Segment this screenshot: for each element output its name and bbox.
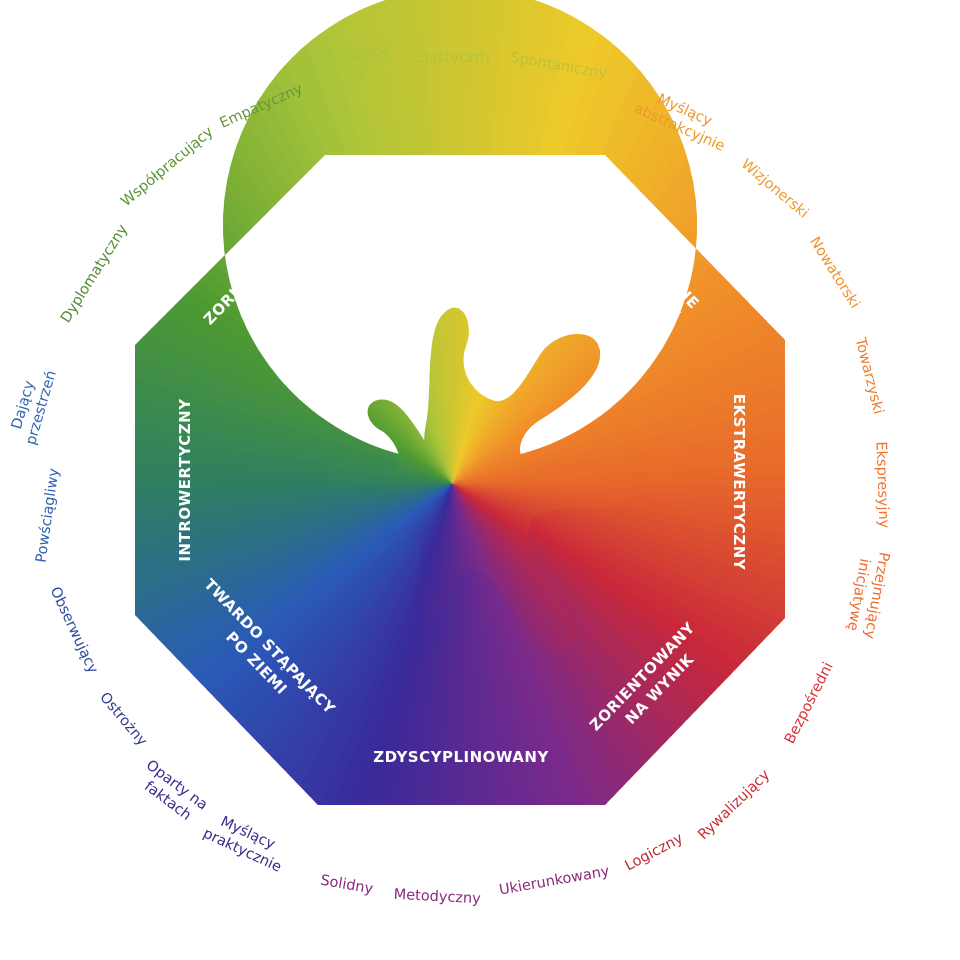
trait-nowatorski: Nowatorski — [806, 234, 862, 311]
gradient-wedge — [135, 480, 460, 680]
gradient-wedge — [422, 307, 452, 484]
gradient-wedge — [452, 307, 631, 484]
gradient-wedge — [452, 307, 631, 484]
trait-logiczny: Logiczny — [622, 830, 686, 874]
trait-dyplomatyczny: Dyplomatyczny — [58, 222, 131, 326]
trait-wspolpracujacy: Współpracujący — [118, 124, 217, 210]
gradient-wedge — [460, 480, 502, 805]
gradient-wedge — [460, 480, 626, 805]
gradient-wedge — [135, 480, 460, 594]
gradient-wedge — [135, 480, 460, 646]
gradient-wedge — [452, 463, 631, 484]
gradient-wedge — [452, 484, 577, 653]
segment-inspired: WIEDZIONY INSPIRACJĄ — [407, 180, 515, 219]
gradient-wedge — [440, 307, 455, 484]
gradient-wedge — [301, 484, 452, 647]
segment-introvert: INTROWERTYCZNY — [176, 398, 194, 562]
gradient-wedge — [135, 480, 460, 540]
gradient-wedge — [135, 480, 460, 576]
gradient-wedge — [135, 480, 460, 558]
trait-ostrozny: Ostrożny — [96, 690, 150, 750]
gradient-wedge — [135, 480, 460, 522]
gradient-wedge — [135, 480, 460, 663]
trait-myslacy-praktycznie: Myślący praktycznie — [200, 809, 291, 876]
gradient-wedge — [460, 420, 785, 480]
trait-ekspresyjny: Ekspresyjny — [872, 441, 891, 529]
gradient-wedge — [460, 331, 785, 480]
gradient-wedge — [460, 480, 556, 805]
gradient-wedge — [301, 484, 452, 601]
gradient-wedge — [460, 480, 538, 805]
gradient-wedge — [301, 484, 452, 625]
trait-przejmujacy: Przejmujący inicjatywę — [842, 548, 892, 645]
gradient-wedge — [452, 472, 631, 487]
trait-towarzyski: Towarzyski — [851, 335, 886, 416]
gradient-wedge — [460, 314, 785, 480]
gradient-wedge — [460, 280, 785, 480]
trait-solidny: Solidny — [319, 873, 374, 898]
gradient-wedge — [460, 348, 785, 480]
gradient-wedge — [301, 484, 452, 632]
trait-elastyczny: Elastyczny — [415, 49, 493, 66]
trait-oparty-na-faktach: Oparty na faktach — [132, 757, 214, 831]
trait-obserwujacy: Obserwujący — [47, 585, 101, 677]
gradient-wedge — [452, 484, 608, 653]
gradient-wedge — [452, 484, 600, 653]
gradient-wedge — [460, 297, 785, 480]
gradient-wedge — [452, 484, 585, 653]
gradient-wedge — [454, 480, 484, 805]
trait-wizjonerski: Wizjonerski — [738, 156, 812, 221]
segment-extravert: EKSTRAWERTYCZNY — [730, 394, 748, 571]
gradient-wedge — [301, 484, 452, 617]
gradient-wedge — [452, 484, 593, 653]
gradient-wedge — [460, 480, 520, 805]
trait-metodyczny: Metodyczny — [393, 887, 481, 908]
trait-dajacy-przestrzen: Dający przestrzeń — [6, 364, 60, 447]
gradient-wedge — [460, 480, 592, 805]
gradient-wedge — [452, 484, 569, 653]
gradient-wedge — [431, 307, 452, 484]
gradient-wedge — [460, 480, 643, 805]
gradient-wedge — [460, 480, 574, 805]
trait-powsciagliwy: Powściągliwy — [33, 467, 62, 564]
gradient-wedge — [413, 307, 452, 484]
gradient-wedge — [460, 366, 785, 480]
gradient-wedge — [460, 402, 785, 480]
trait-rywalizujacy: Rywalizujący — [695, 767, 773, 843]
gradient-wedge — [135, 480, 460, 612]
gradient-wedge — [135, 480, 460, 629]
gradient-wedge — [460, 384, 785, 480]
gradient-wedge — [301, 484, 452, 609]
trait-ukierunkowany: Ukierunkowany — [498, 863, 611, 898]
gradient-wedge — [460, 480, 609, 805]
segment-disciplined: ZDYSCYPLINOWANY — [373, 748, 549, 766]
gradient-wedge — [452, 307, 631, 484]
trait-bezposredni: Bezpośredni — [782, 660, 837, 747]
gradient-wedge — [452, 484, 615, 653]
gradient-wedge — [301, 484, 452, 640]
